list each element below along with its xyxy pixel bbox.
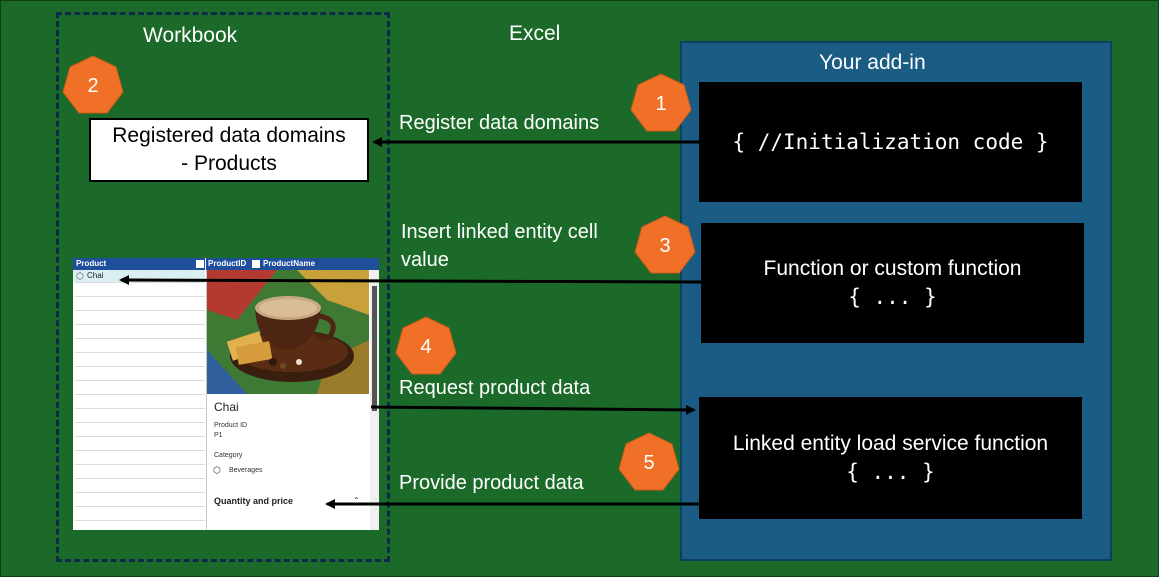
arrow-label-insert-line2: value <box>401 249 449 271</box>
column-header-productid: ProductID <box>206 258 261 270</box>
init-code-box: { //Initialization code } <box>699 82 1082 202</box>
row-divider <box>75 352 205 353</box>
category-label: Category <box>214 452 243 459</box>
row-divider <box>75 464 205 465</box>
row-divider <box>75 520 205 521</box>
row-divider <box>75 296 205 297</box>
scrollbar-thumb[interactable] <box>372 286 377 411</box>
entity-card: Chai Product ID P1 Category ⬡ Beverages … <box>206 270 379 530</box>
cell-value: Chai <box>87 271 104 280</box>
step-badge-2: 2 <box>61 54 125 118</box>
row-divider <box>75 408 205 409</box>
card-scrollbar[interactable] <box>370 270 379 530</box>
category-value: Beverages <box>229 467 263 474</box>
row-divider <box>75 422 205 423</box>
step-badge-5: 5 <box>617 431 681 495</box>
productid-value: P1 <box>214 432 223 439</box>
column-header-product: Product <box>73 258 205 270</box>
step-badge-3: 3 <box>633 214 697 278</box>
step-number: 5 <box>643 451 655 474</box>
column-header-productname: ProductName <box>261 258 379 270</box>
registered-domains-line2: - Products <box>181 152 277 175</box>
step-number: 1 <box>655 92 667 115</box>
load-service-code: { ... } <box>846 460 935 484</box>
addin-title: Your add-in <box>819 51 926 74</box>
custom-function-code: { ... } <box>848 285 937 309</box>
custom-function-title: Function or custom function <box>763 257 1022 280</box>
workbook-title: Workbook <box>143 24 238 47</box>
collapse-chevron-icon[interactable]: ⌃ <box>353 496 360 505</box>
row-divider <box>75 324 205 325</box>
registered-domains-line1: Registered data domains <box>112 124 346 147</box>
row-divider <box>75 338 205 339</box>
arrow-label-request: Request product data <box>399 377 591 399</box>
step-badge-1: 1 <box>629 72 693 136</box>
load-service-title: Linked entity load service function <box>732 432 1049 455</box>
load-service-box: Linked entity load service function { ..… <box>699 397 1082 519</box>
row-divider <box>75 366 205 367</box>
arrow-label-provide: Provide product data <box>399 472 584 494</box>
row-divider <box>75 380 205 381</box>
card-title: Chai <box>214 400 239 414</box>
entity-cube-icon: ⬡ <box>76 271 84 281</box>
quantity-section-title: Quantity and price <box>214 496 294 506</box>
selected-cell[interactable]: ⬡ Chai <box>73 270 205 282</box>
filter-dropdown-icon[interactable] <box>196 260 204 268</box>
productid-label: Product ID <box>214 422 248 429</box>
row-divider <box>75 394 205 395</box>
row-divider <box>75 436 205 437</box>
step-number: 4 <box>420 335 432 358</box>
arrow-label-insert-line1: Insert linked entity cell <box>401 221 598 243</box>
init-code-text: { //Initialization code } <box>732 130 1049 154</box>
workbook-region <box>56 12 390 562</box>
registered-domains-box: Registered data domains - Products <box>89 118 369 182</box>
row-divider <box>75 506 205 507</box>
row-divider <box>75 310 205 311</box>
row-divider <box>75 478 205 479</box>
arrow-label-register: Register data domains <box>399 112 600 134</box>
filter-dropdown-icon[interactable] <box>252 260 260 268</box>
excel-title: Excel <box>509 22 561 45</box>
custom-function-box: Function or custom function { ... } <box>701 223 1084 343</box>
step-number: 3 <box>659 234 671 257</box>
row-divider <box>75 492 205 493</box>
row-divider <box>75 282 205 283</box>
step-number: 2 <box>87 74 99 97</box>
product-image <box>207 270 369 394</box>
step-badge-4: 4 <box>394 315 458 379</box>
category-cube-icon: ⬡ <box>213 465 221 475</box>
row-divider <box>75 450 205 451</box>
spreadsheet-preview: Product ProductID ProductName ⬡ Chai <box>73 258 379 530</box>
